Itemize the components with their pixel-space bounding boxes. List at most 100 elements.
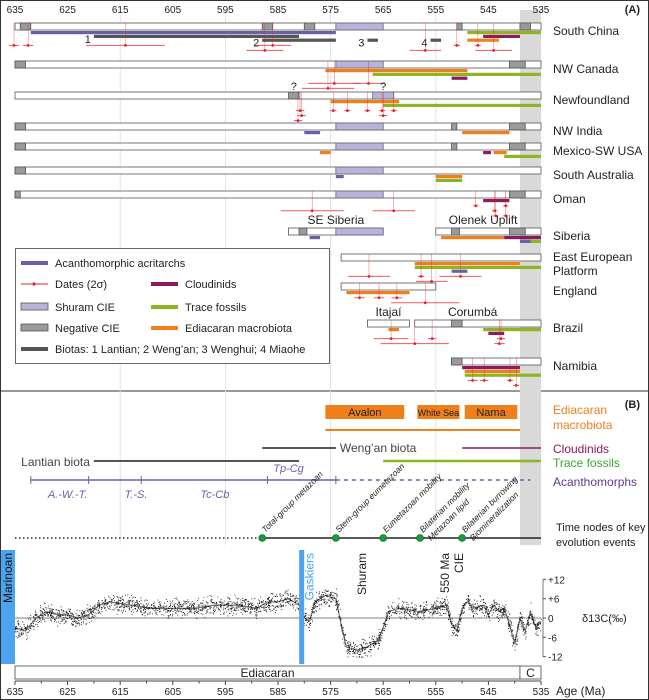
carbon-point (77, 615, 79, 617)
region-bar (435, 227, 542, 236)
carbon-point (196, 618, 198, 620)
feature-macro (435, 175, 463, 179)
carbon-point (528, 624, 530, 626)
carbon-point (365, 642, 367, 644)
carbon-point (294, 600, 296, 602)
carbon-point (395, 610, 397, 612)
carbon-point (309, 630, 310, 632)
carbon-point (250, 610, 252, 612)
carbon-point (384, 623, 386, 625)
carbon-point (327, 602, 329, 604)
carbon-point (204, 617, 206, 619)
carbon-point (105, 600, 106, 602)
carbon-point (207, 603, 209, 605)
carbon-point (61, 609, 63, 611)
carbon-point (109, 608, 111, 610)
carbon-point (444, 607, 446, 609)
carbon-point (260, 596, 262, 598)
carbon-point (451, 620, 453, 622)
carbon-point (536, 627, 538, 629)
carbon-point (481, 609, 483, 611)
carbon-point (201, 608, 203, 610)
carbon-point (250, 611, 252, 613)
carbon-point (511, 622, 512, 624)
carbon-point (234, 594, 236, 596)
carbon-point (80, 612, 82, 614)
carbon-point (79, 615, 81, 617)
carbon-point (317, 606, 319, 608)
carbon-point (509, 619, 511, 621)
carbon-point (153, 605, 155, 607)
carbon-point (510, 635, 512, 637)
carbon-point (54, 619, 56, 620)
carbon-point (376, 638, 378, 640)
carbon-point (514, 646, 516, 648)
carbon-point (244, 600, 246, 602)
carbon-point (259, 602, 260, 604)
carbon-point (29, 617, 31, 618)
carbon-point (323, 601, 325, 603)
carbon-point (469, 602, 471, 604)
carbon-point (269, 609, 271, 611)
carbon-point (358, 656, 360, 658)
carbon-point (123, 607, 125, 608)
carbon-point (225, 608, 227, 610)
feature-trace (435, 178, 463, 182)
carbon-point (434, 602, 436, 604)
carbon-point (261, 602, 263, 604)
carbon-point (76, 614, 78, 616)
carbon-point (283, 595, 284, 597)
carbon-point (178, 606, 180, 608)
carbon-point (370, 649, 372, 651)
carbon-point (388, 618, 390, 620)
carbon-point (166, 609, 168, 611)
carbon-point (166, 600, 168, 602)
carbon-point (530, 614, 532, 615)
carbon-point (406, 604, 408, 606)
carbon-point (226, 603, 228, 605)
carbon-point (335, 604, 337, 606)
carbon-point (210, 612, 212, 614)
feature-cloudinid (483, 34, 520, 38)
carbon-point (187, 601, 189, 603)
carbon-point (15, 631, 16, 633)
carbon-point (215, 609, 217, 611)
carbon-point (258, 610, 260, 612)
carbon-point (273, 600, 275, 602)
carbon-point (472, 603, 474, 605)
carbon-point (237, 607, 239, 609)
carbon-point (194, 602, 196, 604)
carbon-point (244, 610, 246, 612)
carbon-point (470, 604, 472, 606)
carbon-point (187, 599, 189, 601)
region-siberia (288, 227, 542, 243)
feature-macro (464, 369, 520, 373)
carbon-point (121, 605, 123, 607)
carbon-point (170, 604, 172, 606)
carbon-point (439, 612, 441, 614)
carbon-point (462, 612, 464, 614)
carbon-point (328, 594, 330, 596)
carbon-point (463, 603, 465, 604)
carbon-point (495, 610, 497, 611)
legend-label: Biotas: 1 Lantian; 2 Weng’an; 3 Wenghui;… (55, 344, 305, 356)
carbon-point (229, 597, 231, 599)
carbon-point (336, 596, 338, 598)
carbon-point (52, 617, 54, 619)
carbon-point (93, 610, 95, 612)
carbon-point (209, 612, 211, 614)
carbon-point (216, 603, 218, 605)
carbon-point (50, 610, 52, 612)
carbon-point (207, 610, 208, 612)
carbon-point (493, 600, 494, 602)
carbon-point (416, 617, 418, 619)
carbon-point (471, 609, 473, 611)
carbon-point (386, 617, 388, 619)
carbon-point (235, 606, 237, 608)
carbon-point (496, 616, 498, 618)
carbon-point (375, 642, 376, 644)
carbon-y-tick-label: +6 (548, 595, 560, 606)
carbon-point (384, 624, 386, 626)
carbon-point (174, 606, 175, 607)
carbon-point (51, 608, 53, 610)
